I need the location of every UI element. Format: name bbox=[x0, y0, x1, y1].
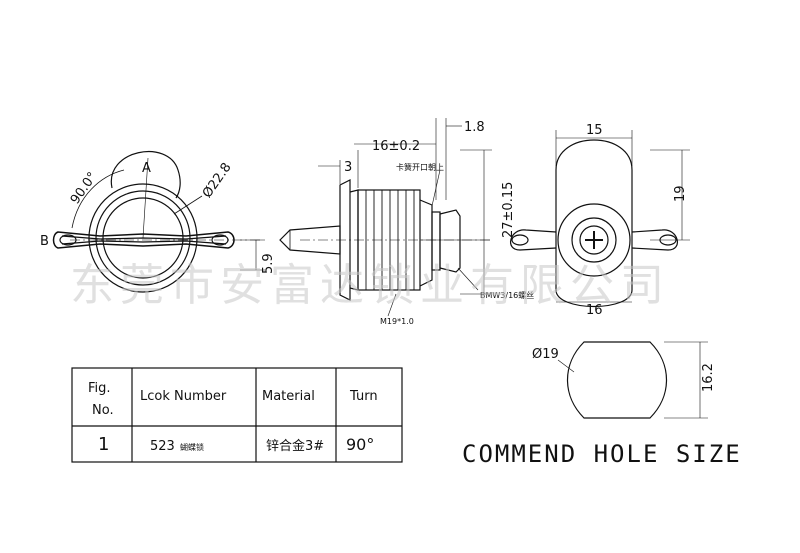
caption-commend-hole-size: COMMEND HOLE SIZE bbox=[462, 440, 742, 468]
table-header-material: Material bbox=[262, 389, 315, 404]
dim-3: 3 bbox=[344, 160, 352, 175]
table-header-no: No. bbox=[92, 403, 114, 418]
table-header-fig: Fig. bbox=[88, 381, 111, 396]
rear-view bbox=[510, 130, 690, 307]
dim-5-9: 5.9 bbox=[261, 253, 276, 274]
dim-15: 15 bbox=[586, 123, 603, 138]
watermark: 东莞市安富达锁业有限公司 bbox=[70, 260, 670, 311]
label-a: A bbox=[142, 161, 151, 176]
front-view bbox=[52, 151, 265, 293]
table-cell-number-note: 蝴蝶锁 bbox=[180, 442, 204, 452]
spec-table bbox=[71, 367, 403, 463]
table-header-lock-number: Lcok Number bbox=[140, 389, 227, 404]
dim-19: 19 bbox=[673, 185, 688, 202]
table-cell-number: 523 bbox=[150, 439, 175, 454]
dim-1-8: 1.8 bbox=[464, 120, 485, 135]
table-header-turn: Turn bbox=[349, 389, 378, 404]
dim-hole-dia: Ø19 bbox=[532, 347, 559, 362]
dim-16-tol: 16±0.2 bbox=[372, 139, 420, 154]
note-thread-m19: M19*1.0 bbox=[380, 317, 414, 326]
dim-hole-height: 16.2 bbox=[701, 363, 716, 392]
dim-16: 16 bbox=[586, 303, 603, 318]
dim-27-tol: 27±0.15 bbox=[501, 182, 516, 238]
label-b: B bbox=[40, 234, 49, 249]
table-cell-material: 锌合金3# bbox=[266, 438, 324, 454]
table-cell-turn: 90° bbox=[346, 435, 374, 454]
note-clip-opening: 卡簧开口朝上 bbox=[396, 162, 444, 172]
side-view bbox=[279, 118, 492, 317]
dim-angle: 90.0° bbox=[68, 170, 101, 208]
dim-dia-22-8: Ø22.8 bbox=[200, 160, 235, 201]
note-thread-bmw: BMW3/16螺丝 bbox=[480, 290, 534, 300]
hole-shape bbox=[557, 341, 708, 419]
table-cell-fig: 1 bbox=[98, 434, 109, 455]
